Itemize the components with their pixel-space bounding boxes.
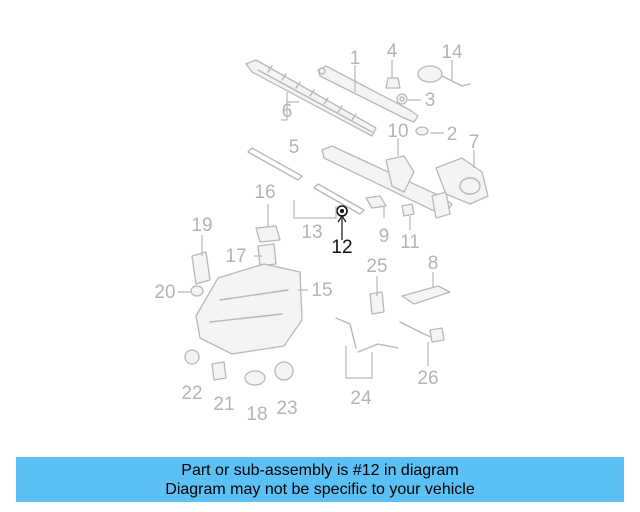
level-sensor-part[interactable] bbox=[401, 285, 451, 305]
arm-nut-part[interactable] bbox=[396, 93, 408, 105]
callout-4: 4 bbox=[387, 41, 398, 62]
callout-24: 24 bbox=[350, 388, 372, 409]
wiring-harness-part[interactable] bbox=[399, 321, 445, 343]
nozzle-part-21[interactable] bbox=[211, 361, 227, 381]
callout-5: 5 bbox=[289, 137, 300, 158]
plug-part-18[interactable] bbox=[244, 370, 266, 386]
seal-part-22[interactable] bbox=[184, 349, 200, 365]
callout-9: 9 bbox=[379, 226, 390, 247]
washer-reservoir-part[interactable] bbox=[195, 263, 303, 355]
grommet-part[interactable] bbox=[401, 203, 415, 217]
callout-20: 20 bbox=[154, 282, 175, 303]
callout-18: 18 bbox=[246, 404, 267, 425]
callout-6: 6 bbox=[282, 101, 293, 122]
hose-fitting-part[interactable] bbox=[369, 291, 385, 315]
callout-8: 8 bbox=[428, 253, 439, 274]
callout-13: 13 bbox=[301, 222, 322, 243]
wiper-linkage-part[interactable] bbox=[321, 145, 453, 219]
washer-nozzle-part[interactable] bbox=[417, 65, 471, 87]
callout-1: 1 bbox=[350, 48, 361, 69]
callout-16: 16 bbox=[254, 182, 275, 203]
callout-17: 17 bbox=[225, 246, 246, 267]
callout-22: 22 bbox=[181, 383, 202, 404]
callout-7: 7 bbox=[469, 132, 480, 153]
callout-25: 25 bbox=[366, 256, 387, 277]
callout-15: 15 bbox=[311, 280, 332, 301]
washer-line-part[interactable] bbox=[335, 317, 399, 353]
leader-lines bbox=[178, 60, 475, 379]
arm-cap-part[interactable] bbox=[385, 77, 401, 89]
callout-2: 2 bbox=[447, 124, 458, 145]
part-12-highlighted[interactable] bbox=[336, 205, 348, 217]
wiper-arm-part[interactable] bbox=[317, 65, 419, 123]
cap-part-23[interactable] bbox=[274, 361, 294, 381]
callout-19: 19 bbox=[191, 215, 212, 236]
callout-10: 10 bbox=[387, 121, 408, 142]
hose-connector-part[interactable] bbox=[365, 195, 387, 209]
callout-14: 14 bbox=[441, 42, 463, 63]
filler-neck-part[interactable] bbox=[257, 243, 277, 267]
callout-26: 26 bbox=[417, 368, 438, 389]
washer-pump-part[interactable] bbox=[191, 251, 211, 285]
callout-23: 23 bbox=[276, 398, 297, 419]
parts-diagram: 1 2 3 4 5 6 7 8 9 10 11 12 13 14 15 16 1… bbox=[154, 41, 489, 425]
banner-line-part-info: Part or sub-assembly is #12 in diagram bbox=[181, 461, 459, 479]
bushing-part[interactable] bbox=[415, 126, 429, 136]
callout-21: 21 bbox=[213, 394, 234, 415]
washer-hose-part[interactable] bbox=[247, 147, 365, 215]
callout-12[interactable]: 12 bbox=[331, 237, 352, 258]
wiper-blade-part[interactable] bbox=[245, 59, 377, 137]
wiper-motor-part[interactable] bbox=[435, 157, 489, 205]
callout-11: 11 bbox=[400, 232, 420, 253]
pump-grommet-part[interactable] bbox=[190, 285, 204, 297]
info-banner: Part or sub-assembly is #12 in diagram D… bbox=[16, 457, 624, 502]
banner-line-disclaimer: Diagram may not be specific to your vehi… bbox=[165, 480, 475, 498]
reservoir-cap-part[interactable] bbox=[255, 225, 281, 243]
callout-3: 3 bbox=[425, 90, 436, 111]
